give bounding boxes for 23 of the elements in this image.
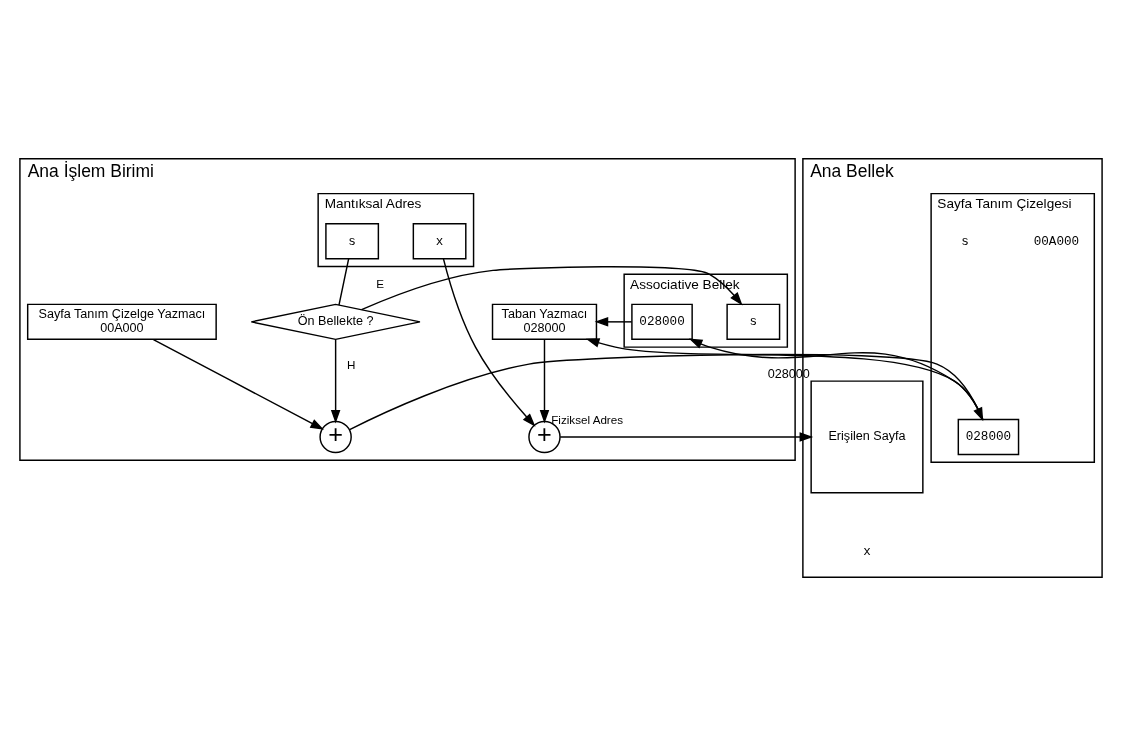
node-diamond: Ön Bellekte ? [250,303,421,341]
label: x [863,544,871,560]
node-box: 028000 [957,418,1020,456]
arrow [442,258,536,427]
arrow [594,317,633,327]
arrow [559,432,814,442]
connector [338,258,350,306]
arrow [539,338,550,424]
edge-label: E [376,276,385,290]
node-circle: + [319,420,352,454]
arrow [152,338,324,430]
node-box: Erişilen Sayfa [810,380,924,494]
arrow [330,338,341,424]
node-box: 028000 [631,303,693,341]
arrow [360,266,743,311]
node-box: Taban Yazmacı 028000 [491,303,598,341]
node-box: Sayfa Tanım Çizelge Yazmacı 00A000 [26,303,217,341]
node-label: 00A000 [1033,233,1080,249]
node-box: x [412,223,467,260]
label: s [961,233,969,249]
edge-label: H [346,358,356,372]
node-box: s [325,223,380,260]
node-box: s [726,303,781,341]
